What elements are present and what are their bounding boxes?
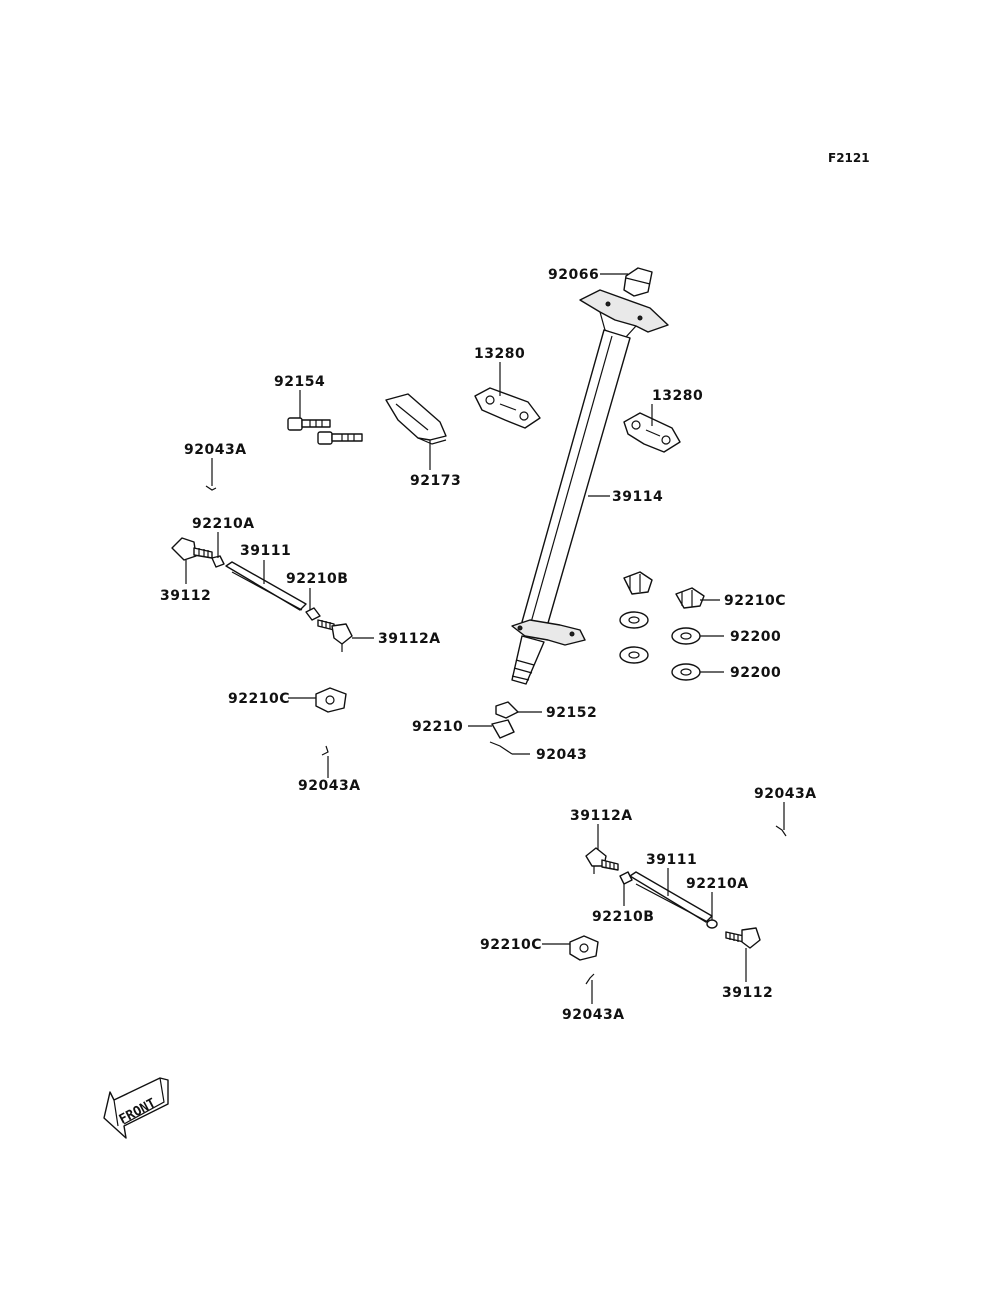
nut-part-92210 — [491, 719, 515, 739]
callout-39112-a: 39112 — [160, 588, 211, 604]
tie-rod-end-part-39112A-a — [317, 619, 353, 652]
callout-92066: 92066 — [548, 267, 599, 283]
callout-92200-b: 92200 — [730, 665, 781, 681]
callout-92210A-b: 92210A — [686, 876, 749, 892]
castle-nut-part-92210C-b — [623, 571, 705, 609]
bracket-part-13280-b — [623, 412, 681, 453]
nut-part-92210B-a — [305, 607, 321, 621]
cotter-pin-92043A-d — [585, 973, 595, 985]
callout-92200-a: 92200 — [730, 629, 781, 645]
leader-lines — [185, 273, 785, 1004]
callout-92210B-b: 92210B — [592, 909, 654, 925]
callout-labels: 92066 13280 13280 92154 92173 39114 9204… — [160, 267, 817, 1023]
callout-92154: 92154 — [274, 374, 325, 390]
clamp-part-92173 — [385, 393, 447, 445]
callout-92173: 92173 — [410, 473, 461, 489]
callout-13280-b: 13280 — [652, 388, 703, 404]
cotter-pin-92043A-b — [321, 745, 329, 756]
front-direction-arrow: FRONT — [103, 1077, 169, 1139]
washer-part-92200-b — [619, 646, 701, 681]
cotter-pin-92043A-a — [205, 485, 217, 491]
callout-39112-b: 39112 — [722, 985, 773, 1001]
callout-92043: 92043 — [536, 747, 587, 763]
castle-nut-part-92210C-a — [315, 687, 347, 713]
callout-39112A-b: 39112A — [570, 808, 633, 824]
washer-part-92200-a — [619, 611, 701, 645]
bolt-part-92154 — [287, 417, 363, 445]
callout-92210: 92210 — [412, 719, 463, 735]
callout-92152: 92152 — [546, 705, 597, 721]
callout-92043A-c: 92043A — [754, 786, 817, 802]
cap-part-92066 — [623, 267, 653, 297]
tie-rod-part-39111-a — [225, 561, 307, 611]
bracket-part-13280-a — [474, 387, 541, 429]
cotter-pin-92043 — [489, 741, 513, 755]
castle-nut-part-92210C-c — [569, 935, 599, 961]
callout-39114: 39114 — [612, 489, 663, 505]
callout-39111-a: 39111 — [240, 543, 291, 559]
tie-rod-end-part-39112A-b — [585, 847, 619, 874]
steering-shaft-part — [511, 289, 669, 685]
callout-92210A-a: 92210A — [192, 516, 255, 532]
callout-39111-b: 39111 — [646, 852, 697, 868]
callout-92210C-a: 92210C — [724, 593, 786, 609]
nut-part-92210A-b — [706, 919, 718, 929]
figure-code: F2121 — [828, 151, 870, 165]
callout-92210B-a: 92210B — [286, 571, 348, 587]
callout-92043A-b: 92043A — [298, 778, 361, 794]
callout-92043A-a: 92043A — [184, 442, 247, 458]
callout-92210C-b: 92210C — [228, 691, 290, 707]
callout-39112A-a: 39112A — [378, 631, 441, 647]
nut-part-92210A-a — [211, 555, 225, 568]
tie-rod-end-part-39112-b — [725, 927, 761, 949]
cotter-pin-92043A-c — [775, 825, 787, 837]
callout-92210C-c: 92210C — [480, 937, 542, 953]
tie-rod-end-part-39112-a — [171, 537, 213, 561]
callout-92043A-d: 92043A — [562, 1007, 625, 1023]
nut-part-92210B-b — [619, 871, 633, 885]
nut-part-92152 — [495, 701, 519, 719]
callout-13280-a: 13280 — [474, 346, 525, 362]
